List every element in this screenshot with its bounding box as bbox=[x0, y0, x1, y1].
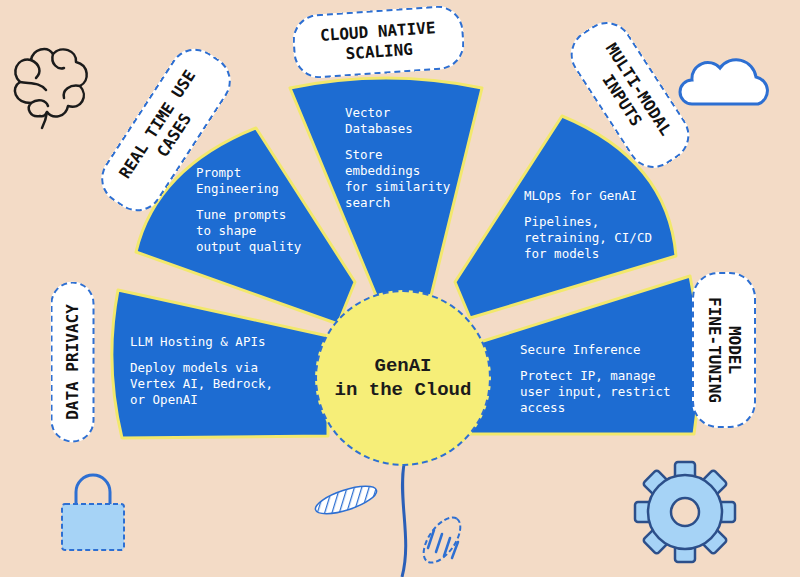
petal-heading: MLOps for GenAI bbox=[524, 188, 659, 204]
wrap-spacer bbox=[726, 400, 744, 410]
petal-outline bbox=[112, 290, 328, 438]
gear-icon bbox=[635, 462, 735, 562]
petal-body: Deploy models via Vertex AI, Bedrock, or… bbox=[130, 360, 290, 408]
wrap-spacer bbox=[447, 147, 457, 179]
category-tag: DATA PRIVACY bbox=[50, 282, 94, 443]
petal-heading: Prompt Engineering bbox=[196, 165, 306, 197]
hub-title: GenAI in the Cloud bbox=[333, 354, 473, 402]
flower-stem bbox=[312, 464, 467, 577]
category-tag: CLOUD NATIVE SCALING bbox=[290, 4, 465, 80]
petal-heading: Secure Inference bbox=[520, 342, 680, 358]
wrap-spacer bbox=[443, 354, 473, 376]
hub-circle: GenAI in the Cloud bbox=[315, 290, 491, 466]
tag-text: MODEL FINE-TUNING bbox=[704, 290, 744, 410]
petal-outline bbox=[470, 276, 699, 434]
brain-icon bbox=[15, 49, 87, 128]
petal-card: Secure InferenceProtect IP, manage user … bbox=[466, 272, 710, 438]
petal-body: Pipelines, retraining, CI/CD for models bbox=[524, 214, 659, 262]
petal-heading: LLM Hosting & APIs bbox=[130, 334, 290, 350]
tag-text: DATA PRIVACY bbox=[62, 300, 82, 425]
petal-heading: Vector Databases bbox=[345, 105, 457, 137]
petal-card: LLM Hosting & APIsDeploy models via Vert… bbox=[102, 288, 332, 440]
tag-text: CLOUD NATIVE SCALING bbox=[309, 17, 446, 66]
category-tag: MODEL FINE-TUNING bbox=[692, 272, 756, 428]
wrap-spacer bbox=[333, 354, 363, 376]
petal-outline bbox=[455, 116, 676, 318]
petal-outline bbox=[136, 128, 355, 324]
bag-icon bbox=[62, 475, 124, 550]
cloud-icon bbox=[680, 60, 767, 104]
petal-body: Protect IP, manage user input, restrict … bbox=[520, 368, 680, 416]
wrap-spacer bbox=[726, 290, 744, 300]
petal-body: Store embeddings for similarity search bbox=[345, 147, 457, 211]
petal-body: Tune prompts to shape output quality bbox=[196, 207, 306, 255]
